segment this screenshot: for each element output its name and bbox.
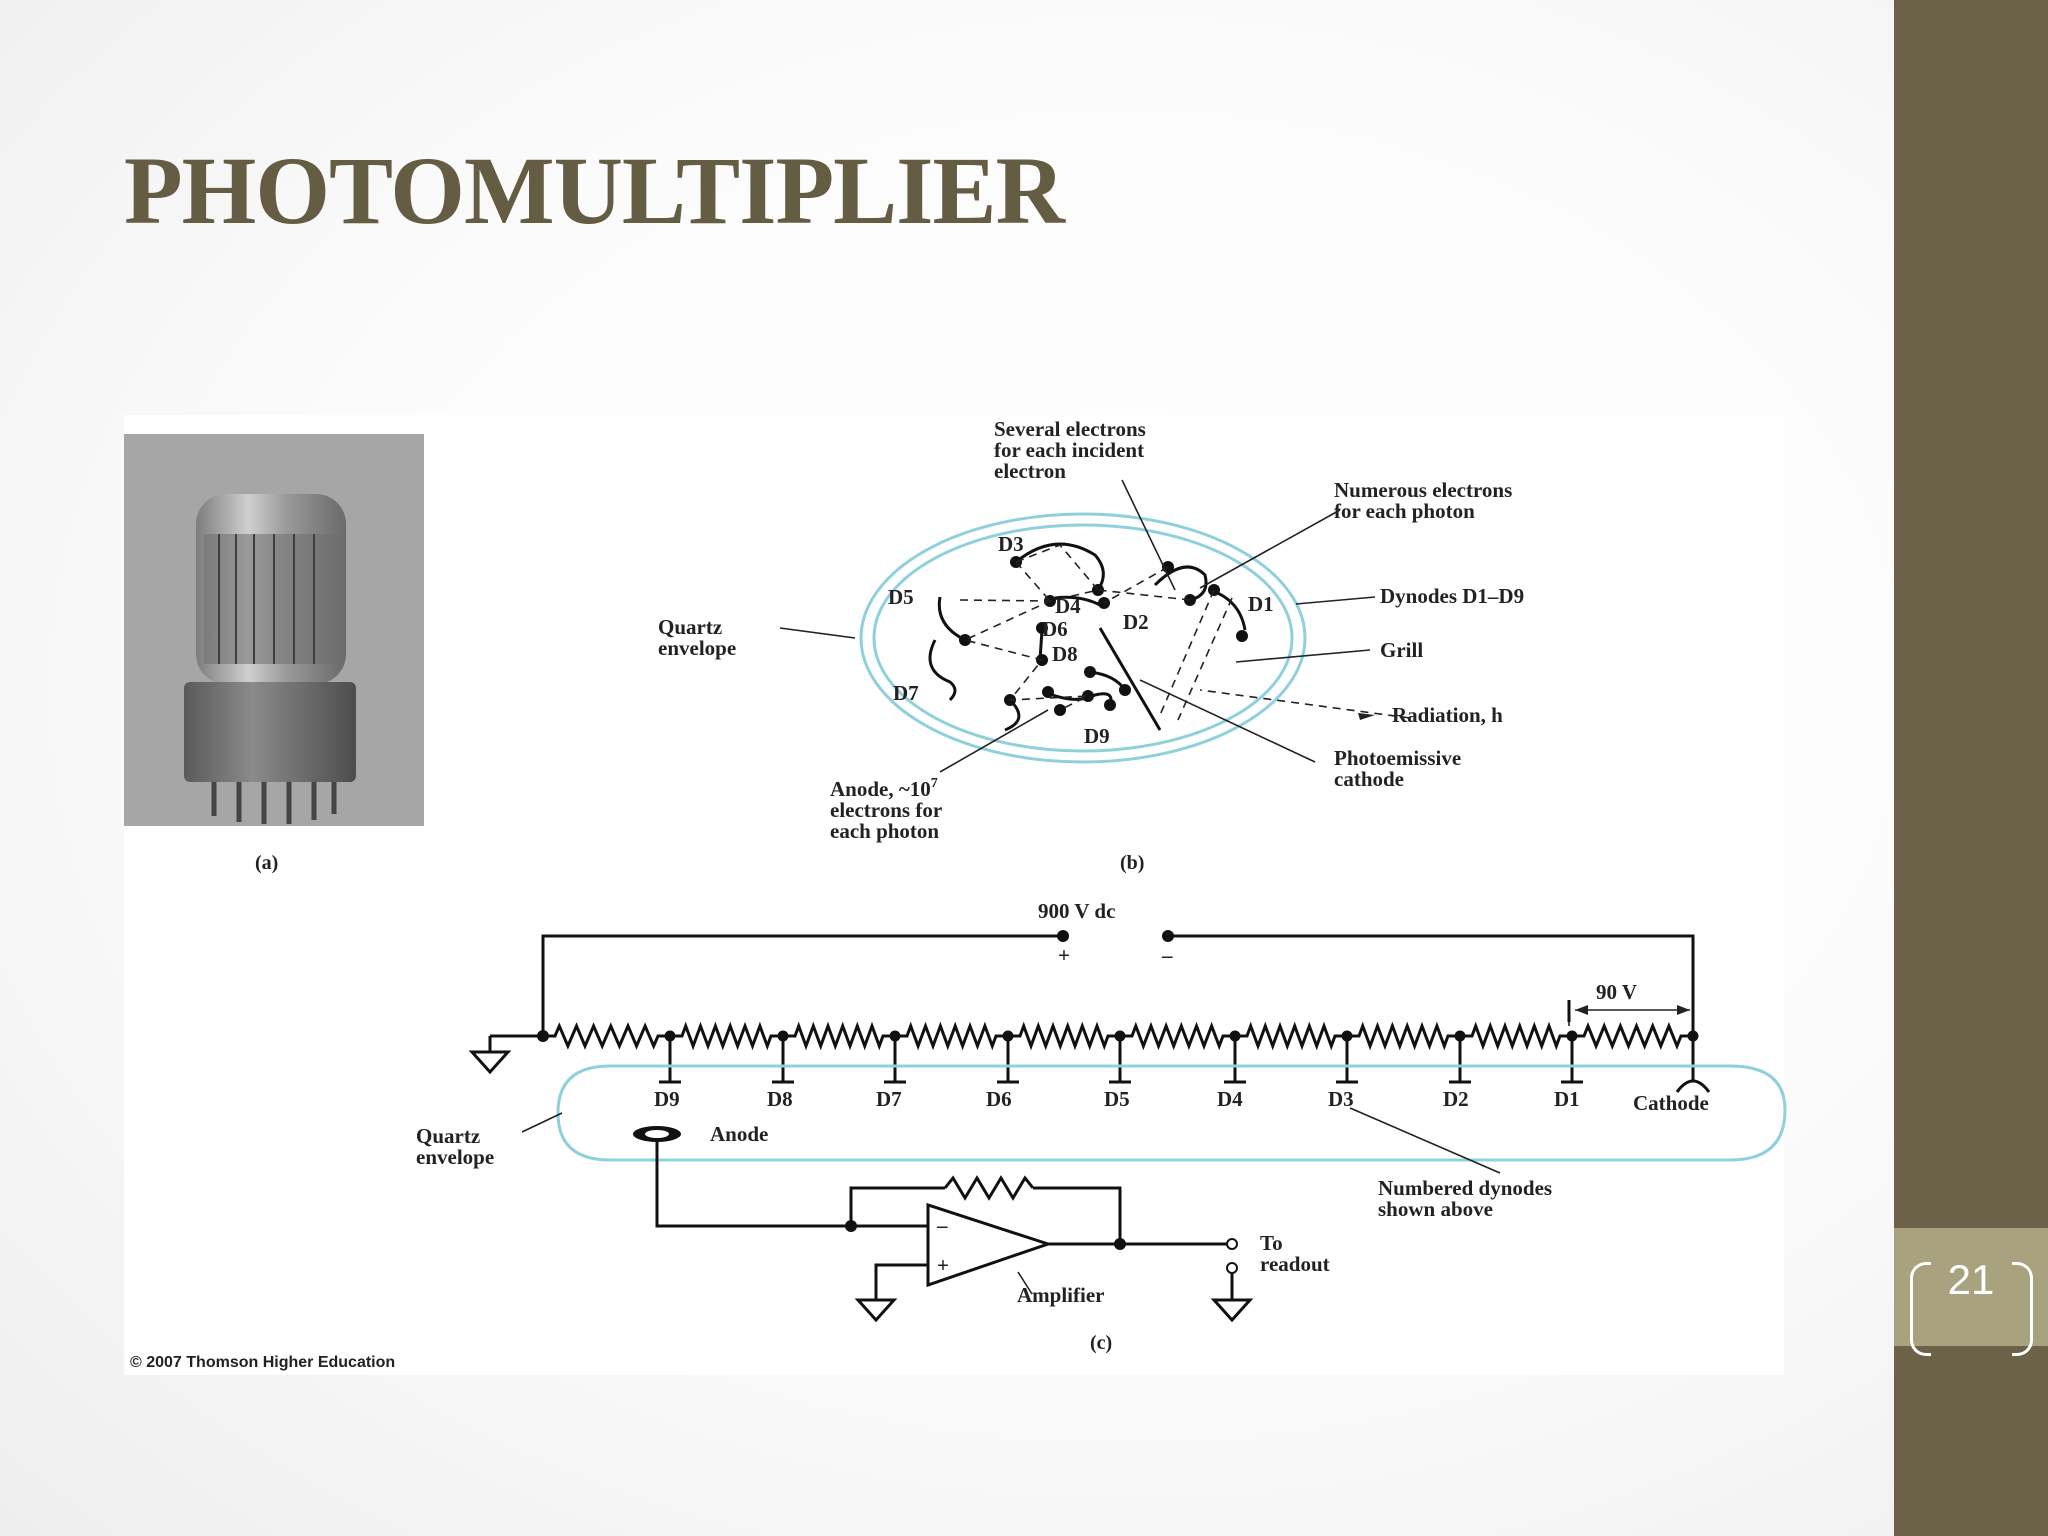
dynode-taps bbox=[659, 1030, 1711, 1093]
dynode-label-d7: D7 bbox=[893, 681, 919, 705]
panel-b-leader-lines bbox=[779, 479, 1376, 773]
caption-a: (a) bbox=[255, 852, 278, 874]
electrode-labels: D9 D8 D7 D6 D5 D4 D3 D2 D1 Cathode bbox=[654, 1087, 1709, 1115]
caption-b: (b) bbox=[1120, 852, 1144, 874]
electrode-label-cathode: Cathode bbox=[1633, 1091, 1709, 1115]
panel-c-ground-left bbox=[468, 1030, 549, 1075]
panel-b-electron-paths bbox=[959, 544, 1411, 721]
callout-anode-2: electrons for bbox=[830, 798, 942, 822]
caption-c: (c) bbox=[1090, 1332, 1112, 1354]
dynode-label-d5: D5 bbox=[888, 585, 914, 609]
to-readout-2: readout bbox=[1260, 1252, 1330, 1276]
step-voltage-marker bbox=[1567, 1000, 1690, 1026]
supply-plus: + bbox=[1058, 943, 1070, 967]
callout-grill: Grill bbox=[1380, 638, 1423, 662]
supply-voltage-label: 900 V dc bbox=[1038, 899, 1115, 923]
supply-minus: – bbox=[1161, 943, 1173, 967]
electrode-label-d9: D9 bbox=[654, 1087, 680, 1111]
callout-anode-1: Anode, ~107 bbox=[830, 776, 938, 801]
panel-c-envelope bbox=[556, 1064, 1787, 1162]
dynode-label-d2: D2 bbox=[1123, 610, 1149, 634]
electrode-label-d6: D6 bbox=[986, 1087, 1012, 1111]
panel-b-dynodes bbox=[928, 542, 1247, 732]
callout-numerous-2: for each photon bbox=[1334, 499, 1475, 523]
step-voltage-label: 90 V bbox=[1596, 980, 1637, 1004]
panel-b-dynode-labels: D1 D2 D3 D4 D5 D6 D7 D8 D9 bbox=[888, 532, 1274, 748]
electrode-label-d3: D3 bbox=[1328, 1087, 1354, 1111]
callout-photoemissive-1: Photoemissive bbox=[1334, 746, 1461, 770]
callout-dynodes: Dynodes D1–D9 bbox=[1380, 584, 1524, 608]
op-amp-minus: – bbox=[936, 1213, 948, 1237]
callout-several-3: electron bbox=[994, 459, 1066, 483]
callout-quartz-2: envelope bbox=[658, 636, 736, 660]
cathode-plate bbox=[1675, 1079, 1711, 1093]
panel-c-leaders bbox=[521, 1107, 1501, 1174]
dynode-label-d8: D8 bbox=[1052, 642, 1078, 666]
to-readout-1: To bbox=[1260, 1231, 1283, 1255]
op-amp-plus: + bbox=[937, 1253, 949, 1277]
panel-c-quartz-1: Quartz bbox=[416, 1124, 480, 1148]
copyright-notice: © 2007 Thomson Higher Education bbox=[130, 1354, 395, 1371]
dynode-label-d3: D3 bbox=[998, 532, 1024, 556]
numbered-dynodes-1: Numbered dynodes bbox=[1378, 1176, 1552, 1200]
photomultiplier-photo bbox=[124, 434, 424, 826]
callout-numerous-1: Numerous electrons bbox=[1334, 478, 1512, 502]
callout-several-1: Several electrons bbox=[994, 417, 1146, 441]
electrode-label-d2: D2 bbox=[1443, 1087, 1469, 1111]
electrode-label-d1: D1 bbox=[1554, 1087, 1580, 1111]
electrode-label-d5: D5 bbox=[1104, 1087, 1130, 1111]
dynode-label-d6: D6 bbox=[1042, 617, 1068, 641]
callout-quartz-1: Quartz bbox=[658, 615, 722, 639]
page-number: 21 bbox=[1947, 1256, 1995, 1303]
amplifier-label: Amplifier bbox=[1017, 1283, 1104, 1307]
anode-and-amplifier bbox=[633, 1126, 1254, 1323]
electrode-label-d7: D7 bbox=[876, 1087, 902, 1111]
dynode-label-d4: D4 bbox=[1055, 594, 1081, 618]
callout-anode-text: Anode, ~10 bbox=[830, 777, 931, 801]
numbered-dynodes-2: shown above bbox=[1378, 1197, 1493, 1221]
page-bracket-right bbox=[2012, 1262, 2033, 1356]
electrode-label-d4: D4 bbox=[1217, 1087, 1243, 1111]
dynode-label-d9: D9 bbox=[1084, 724, 1110, 748]
dynode-label-d1: D1 bbox=[1248, 592, 1274, 616]
panel-c-quartz-2: envelope bbox=[416, 1145, 494, 1169]
callout-radiation: Radiation, h bbox=[1392, 703, 1503, 727]
page-number-box bbox=[1894, 1228, 2048, 1346]
slide-title: PHOTOMULTIPLIER bbox=[124, 137, 1065, 244]
page-bracket-left bbox=[1910, 1262, 1931, 1356]
electrode-label-d8: D8 bbox=[767, 1087, 793, 1111]
panel-b-envelope bbox=[859, 512, 1307, 764]
anode-label: Anode bbox=[710, 1122, 768, 1146]
callout-photoemissive-2: cathode bbox=[1334, 767, 1404, 791]
panel-c-supply-circuit bbox=[541, 930, 1695, 1036]
callout-several-2: for each incident bbox=[994, 438, 1144, 462]
panel-b-callouts: Several electrons for each incident elec… bbox=[658, 417, 1524, 843]
callout-anode-exponent: 7 bbox=[931, 776, 938, 791]
callout-anode-3: each photon bbox=[830, 819, 939, 843]
